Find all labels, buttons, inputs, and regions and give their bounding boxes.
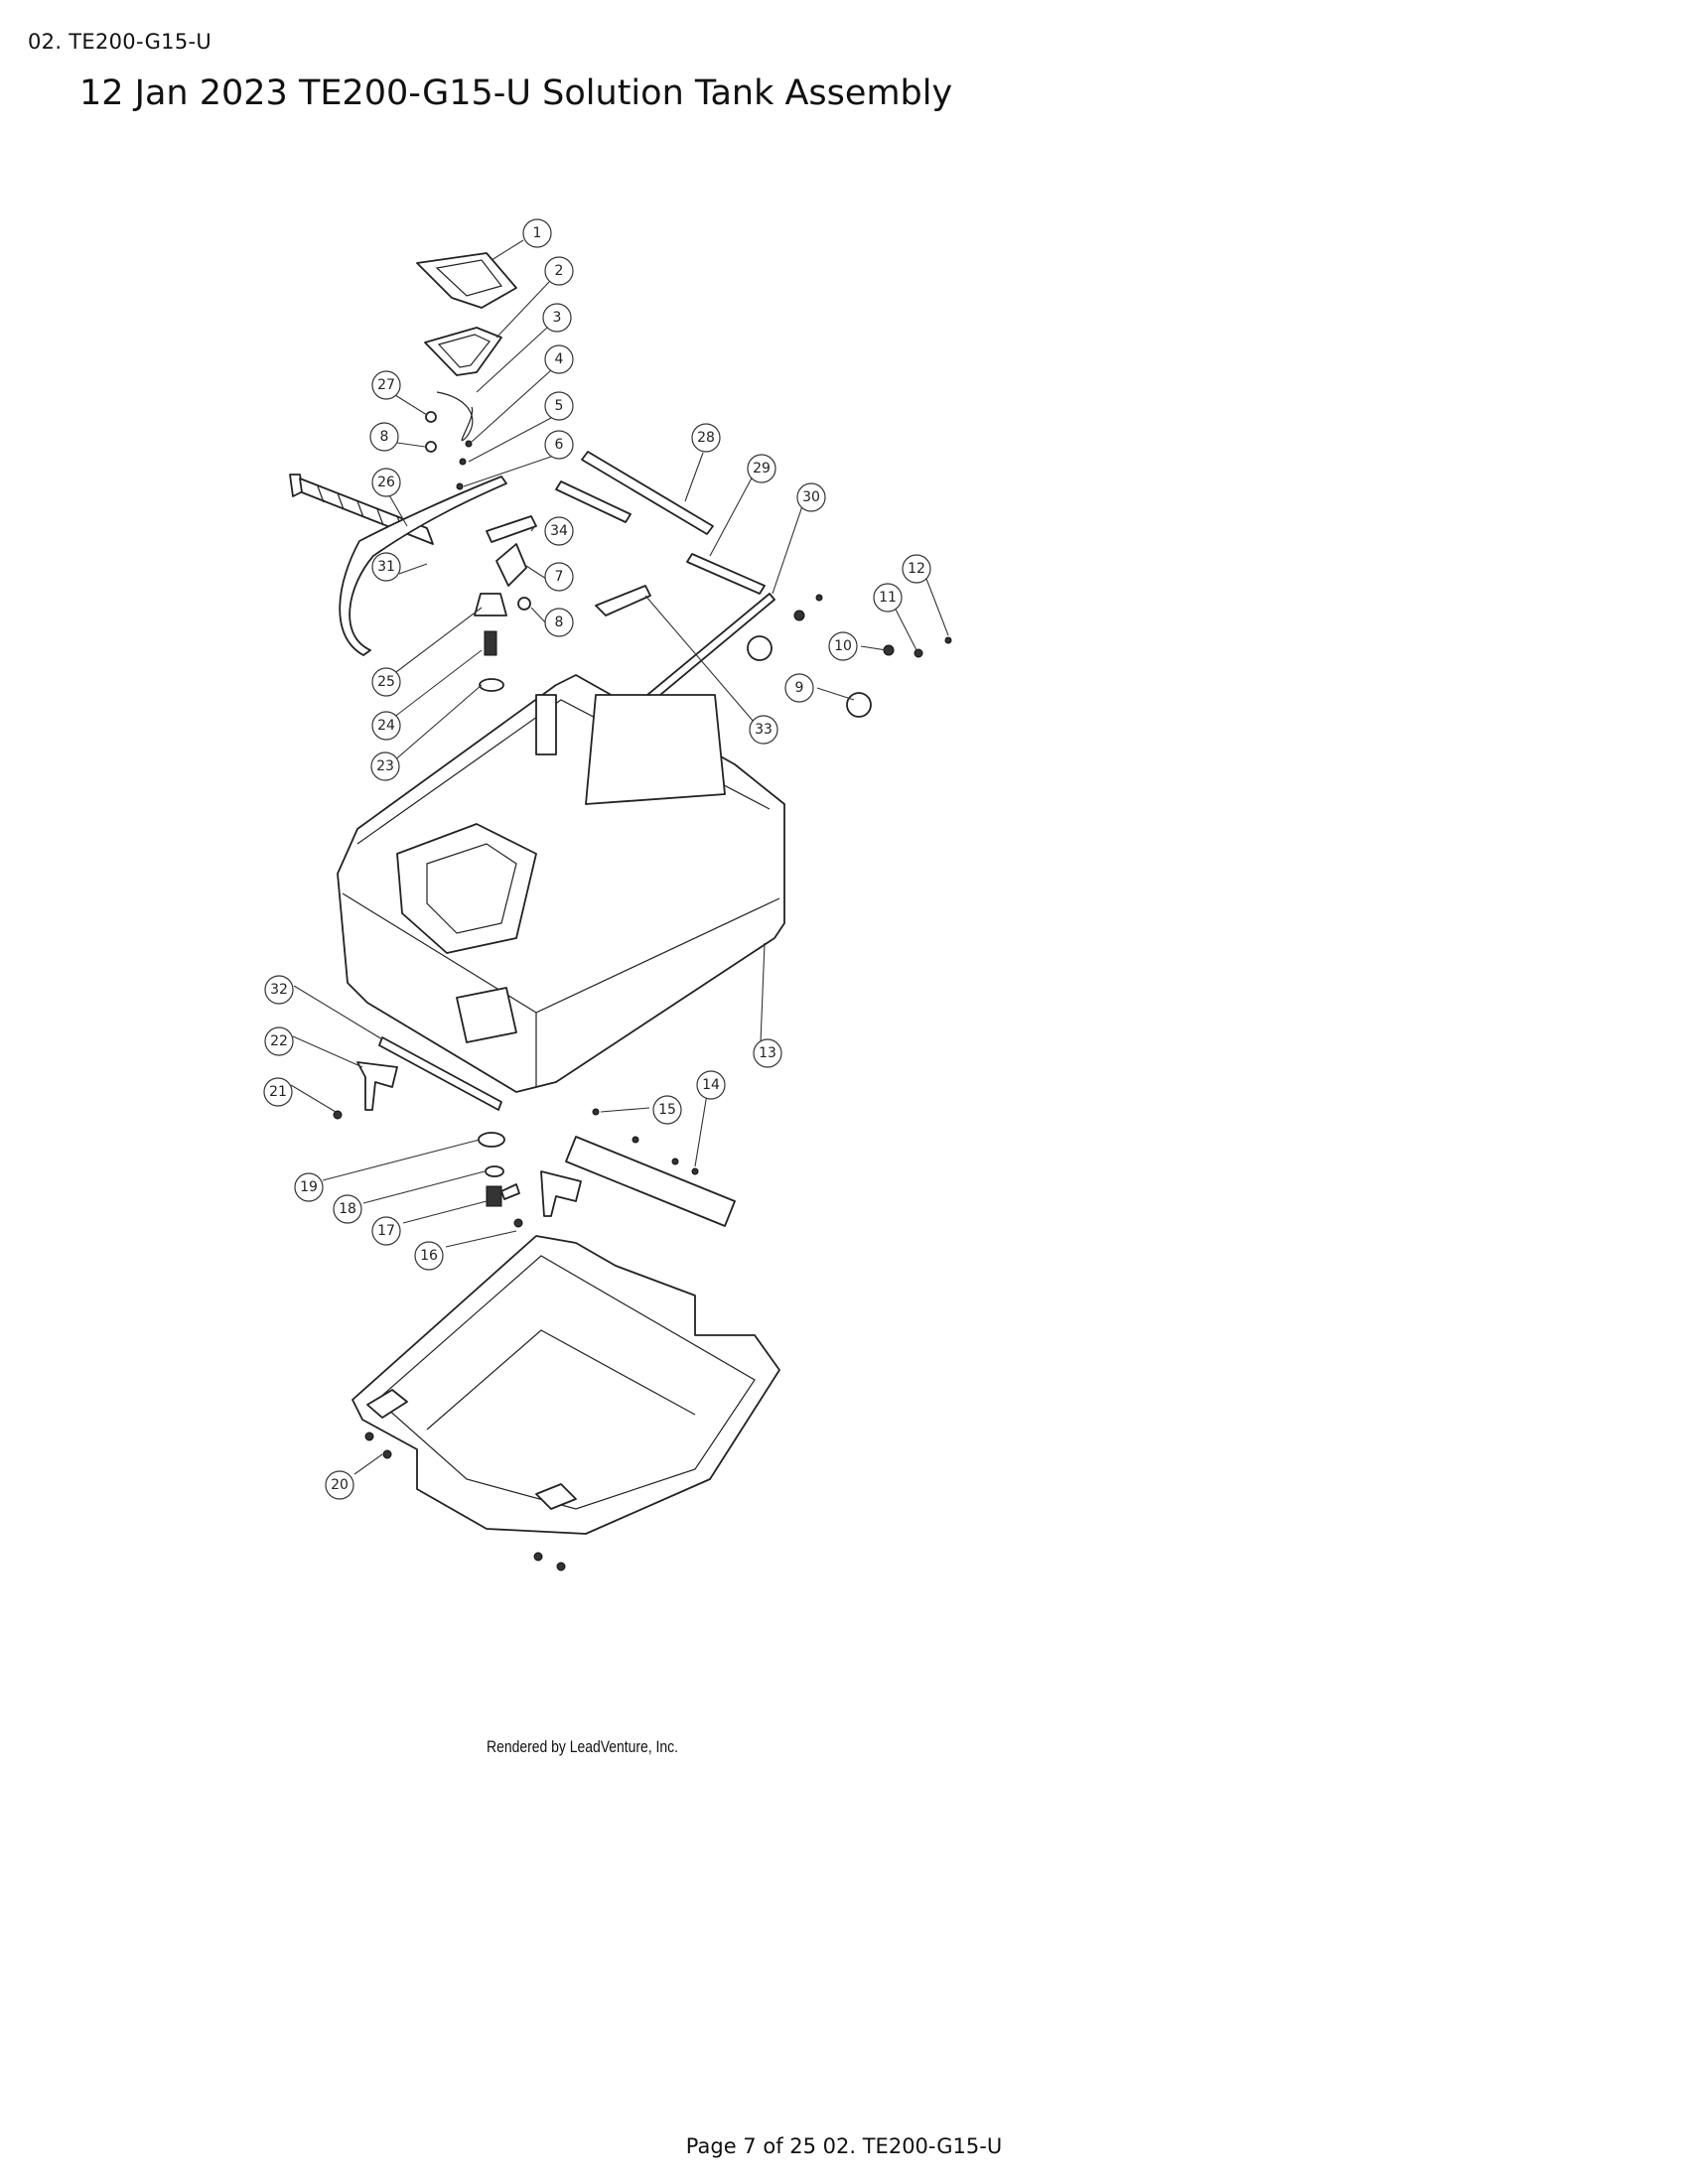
svg-text:8: 8 <box>380 429 389 445</box>
svg-text:14: 14 <box>702 1077 720 1093</box>
svg-text:3: 3 <box>553 310 562 326</box>
callout-31: 31 <box>371 552 401 582</box>
svg-text:5: 5 <box>555 398 564 414</box>
svg-text:10: 10 <box>834 638 852 654</box>
callout-23: 23 <box>370 751 400 781</box>
svg-text:15: 15 <box>658 1102 676 1118</box>
callout-29: 29 <box>747 454 776 483</box>
callout-5: 5 <box>544 391 574 421</box>
svg-text:25: 25 <box>377 674 395 690</box>
svg-text:29: 29 <box>753 461 771 477</box>
svg-text:1: 1 <box>533 225 542 241</box>
svg-text:17: 17 <box>377 1223 395 1239</box>
svg-text:31: 31 <box>377 559 395 575</box>
callout-11: 11 <box>873 583 903 613</box>
svg-text:8: 8 <box>555 614 564 630</box>
svg-text:13: 13 <box>759 1045 776 1061</box>
callout-8a: 8 <box>369 422 399 452</box>
callout-12: 12 <box>902 554 931 584</box>
svg-text:24: 24 <box>377 718 395 734</box>
callout-7: 7 <box>544 562 574 592</box>
svg-text:21: 21 <box>269 1084 287 1100</box>
callout-16: 16 <box>414 1241 444 1271</box>
svg-text:32: 32 <box>270 982 288 998</box>
callouts: 1 2 3 4 5 6 7 8 8 9 10 11 12 13 14 15 16… <box>263 218 931 1500</box>
callout-18: 18 <box>333 1194 362 1224</box>
page-footer: Page 7 of 25 02. TE200-G15-U <box>685 2134 1003 2158</box>
callout-28: 28 <box>691 423 721 453</box>
callout-6: 6 <box>544 430 574 460</box>
callout-26: 26 <box>371 468 401 497</box>
svg-text:9: 9 <box>795 680 804 696</box>
svg-text:27: 27 <box>377 377 395 393</box>
callout-25: 25 <box>371 667 401 697</box>
callout-3: 3 <box>542 303 572 333</box>
callout-19: 19 <box>294 1172 324 1202</box>
svg-text:23: 23 <box>376 758 394 774</box>
callout-20: 20 <box>325 1470 354 1500</box>
callout-27: 27 <box>371 370 401 400</box>
render-credit: Rendered by LeadVenture, Inc. <box>487 1737 678 1756</box>
svg-text:33: 33 <box>755 722 773 738</box>
svg-text:4: 4 <box>555 351 564 367</box>
callout-10: 10 <box>828 631 858 661</box>
callout-2: 2 <box>544 256 574 286</box>
callout-8b: 8 <box>544 608 574 637</box>
part-shapes <box>289 252 952 1571</box>
callout-1: 1 <box>522 218 552 248</box>
svg-text:19: 19 <box>300 1179 318 1195</box>
svg-text:12: 12 <box>908 561 925 577</box>
callout-13: 13 <box>753 1038 782 1068</box>
svg-text:11: 11 <box>879 590 897 606</box>
document-reference: 02. TE200-G15-U <box>28 30 212 54</box>
svg-text:7: 7 <box>555 569 564 585</box>
svg-text:34: 34 <box>550 523 568 539</box>
page-title: 12 Jan 2023 TE200-G15-U Solution Tank As… <box>79 73 953 113</box>
callout-21: 21 <box>263 1077 293 1107</box>
leader-lines <box>290 239 949 1475</box>
svg-text:20: 20 <box>331 1477 349 1493</box>
svg-text:22: 22 <box>270 1033 288 1049</box>
callout-30: 30 <box>796 482 826 512</box>
svg-text:30: 30 <box>802 489 820 505</box>
callout-17: 17 <box>371 1216 401 1246</box>
callout-4: 4 <box>544 344 574 374</box>
callout-9: 9 <box>784 673 814 703</box>
callout-32: 32 <box>264 975 294 1005</box>
svg-text:28: 28 <box>697 430 715 446</box>
svg-text:26: 26 <box>377 475 395 490</box>
svg-text:18: 18 <box>339 1201 356 1217</box>
svg-text:6: 6 <box>555 437 564 453</box>
svg-text:16: 16 <box>420 1248 438 1264</box>
callout-22: 22 <box>264 1026 294 1056</box>
callout-14: 14 <box>696 1070 726 1100</box>
callout-15: 15 <box>652 1095 682 1125</box>
callout-24: 24 <box>371 711 401 741</box>
callout-33: 33 <box>749 715 778 745</box>
svg-text:2: 2 <box>555 263 564 279</box>
callout-34: 34 <box>544 516 574 546</box>
